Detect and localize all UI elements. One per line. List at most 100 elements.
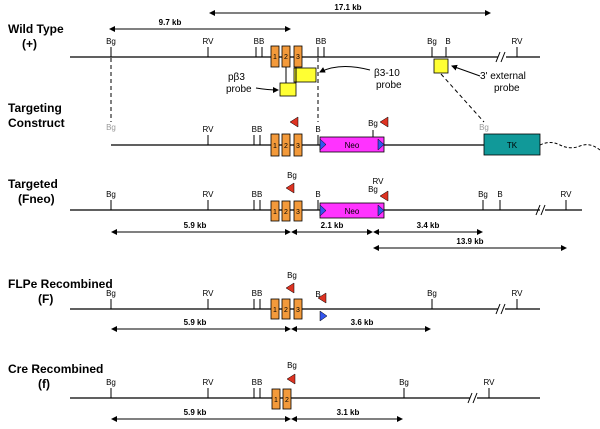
construct-exon-2-label: 2 xyxy=(284,143,288,150)
wt-exon-3-label: 3 xyxy=(296,54,300,61)
fneo-rv-site-3: RV xyxy=(561,190,573,199)
cre-59kb-label: 5.9 kb xyxy=(184,408,207,417)
construct-bg-site-3: Bg xyxy=(479,123,489,132)
wt-bg-site: Bg xyxy=(106,37,116,46)
construct-exon-3 xyxy=(293,133,303,157)
construct-bb-site: BB xyxy=(252,125,263,134)
f-exon-2 xyxy=(281,298,291,320)
fneo-exon-1-label: 1 xyxy=(273,209,277,216)
fneo-bg-site-3: Bg xyxy=(368,185,378,194)
f-59kb-label: 5.9 kb xyxy=(184,318,207,327)
fneo-bg-site-2: Bg xyxy=(287,171,297,180)
wt-break-mark xyxy=(495,51,501,63)
fneo-21kb-label: 2.1 kb xyxy=(321,221,344,230)
flpe-recombined-subtitle: (F) xyxy=(38,292,53,306)
fneo-neo-label: Neo xyxy=(345,207,360,216)
f-exon-3 xyxy=(293,298,303,320)
construct-b-site: B xyxy=(315,125,320,134)
fneo-b-site-2: B xyxy=(497,190,502,199)
wild-type-title: Wild Type xyxy=(8,22,64,36)
wt-bg-site-2: Bg xyxy=(427,37,437,46)
b310-probe-label: β3-10 xyxy=(374,68,400,79)
f-bg-site-3: Bg xyxy=(427,289,437,298)
cre-bg-site-2: Bg xyxy=(287,361,297,370)
fneo-loxp-2 xyxy=(379,190,389,202)
f-loxp-1 xyxy=(285,282,295,294)
wt-exon-1-label: 1 xyxy=(273,54,277,61)
cre-recombined-map: Bg RV BB Bg Bg RV 1 2 5.9 kb 3.1 kb xyxy=(70,361,540,422)
cre-rv-site: RV xyxy=(203,378,215,387)
construct-frt-1 xyxy=(319,138,327,151)
cre-31kb-label: 3.1 kb xyxy=(337,408,360,417)
wt-bb-site: BB xyxy=(254,37,265,46)
fneo-59kb-label: 5.9 kb xyxy=(184,221,207,230)
construct-neo-label: Neo xyxy=(345,141,360,150)
wt-rv-site: RV xyxy=(203,37,215,46)
wt-rv-site-2: RV xyxy=(512,37,524,46)
f-exon-2-label: 2 xyxy=(284,307,288,314)
f-bb-site: BB xyxy=(252,289,263,298)
cre-recombined-subtitle: (f) xyxy=(38,377,50,391)
targeted-subtitle: (Fneo) xyxy=(18,192,55,206)
construct-frt-2 xyxy=(377,138,385,151)
f-rv-site-2: RV xyxy=(512,289,524,298)
pb3-probe-label-2: probe xyxy=(226,84,252,95)
f-b-site: B xyxy=(315,290,320,299)
f-bg-site-2: Bg xyxy=(287,271,297,280)
cre-loxp xyxy=(286,373,296,385)
construct-tk-label: TK xyxy=(507,141,518,150)
f-bg-site: Bg xyxy=(106,289,116,298)
fneo-b-site: B xyxy=(315,190,320,199)
f-exon-1-label: 1 xyxy=(273,307,277,314)
wt-exon-3 xyxy=(293,45,303,68)
cre-exon-1 xyxy=(271,388,281,410)
construct-exon-3-label: 3 xyxy=(296,143,300,150)
fneo-bg-site-4: Bg xyxy=(478,190,488,199)
flpe-recombined-map: Bg RV BB Bg B Bg RV 1 2 3 5.9 kb 3.6 kb xyxy=(70,271,540,332)
pb3-probe-label: pβ3 xyxy=(228,72,245,83)
f-frt xyxy=(319,310,328,322)
wt-bb-site-2: BB xyxy=(316,37,327,46)
external-probe-label: 3' external xyxy=(480,71,526,82)
wt-97kb-label: 9.7 kb xyxy=(159,18,182,27)
targeting-construct-subtitle: Construct xyxy=(8,116,65,130)
construct-exon-1 xyxy=(270,133,280,157)
cre-bb-site: BB xyxy=(252,378,263,387)
cre-recombined-title: Cre Recombined xyxy=(8,362,103,376)
fneo-rv-site-2: RV xyxy=(373,177,385,186)
wt-b-site: B xyxy=(445,37,450,46)
construct-rv-site: RV xyxy=(203,125,215,134)
targeted-fneo-map: Bg RV BB Bg B RV Bg Bg B RV 1 2 3 Neo 5.… xyxy=(70,171,582,251)
wt-break-mark-2 xyxy=(500,51,506,63)
construct-exon-2 xyxy=(281,133,291,157)
fneo-rv-site: RV xyxy=(203,190,215,199)
external-probe-box xyxy=(433,58,449,74)
construct-loxp-2 xyxy=(379,116,389,128)
f-exon-1 xyxy=(270,298,280,320)
construct-bg-site-2: Bg xyxy=(368,119,378,128)
targeting-construct-title: Targeting xyxy=(8,101,62,115)
fneo-exon-3-label: 3 xyxy=(296,209,300,216)
pb3-probe-box xyxy=(279,82,297,97)
f-exon-3-label: 3 xyxy=(296,307,300,314)
cre-bg-site-3: Bg xyxy=(399,378,409,387)
construct-bg-site: Bg xyxy=(106,123,116,132)
wt-exon-2-label: 2 xyxy=(284,54,288,61)
wild-type-map: 17.1 kb 9.7 kb Bg RV BB BB Bg B RV 1 2 3… xyxy=(70,3,540,123)
cre-exon-2-label: 2 xyxy=(285,397,289,404)
fneo-139kb-label: 13.9 kb xyxy=(456,237,483,246)
construct-exon-1-label: 1 xyxy=(273,143,277,150)
fneo-exon-3 xyxy=(293,200,303,222)
fneo-exon-2-label: 2 xyxy=(284,209,288,216)
construct-loxp-1 xyxy=(289,116,299,128)
fneo-bb-site: BB xyxy=(252,190,263,199)
fneo-bg-site: Bg xyxy=(106,190,116,199)
f-rv-site: RV xyxy=(203,289,215,298)
f-loxp-2 xyxy=(317,292,327,304)
b3-10-probe-box xyxy=(293,67,317,83)
wt-17kb-label: 17.1 kb xyxy=(334,3,361,12)
fneo-loxp-1 xyxy=(285,182,295,194)
fneo-34kb-label: 3.4 kb xyxy=(417,221,440,230)
fneo-frt-1 xyxy=(319,204,327,217)
